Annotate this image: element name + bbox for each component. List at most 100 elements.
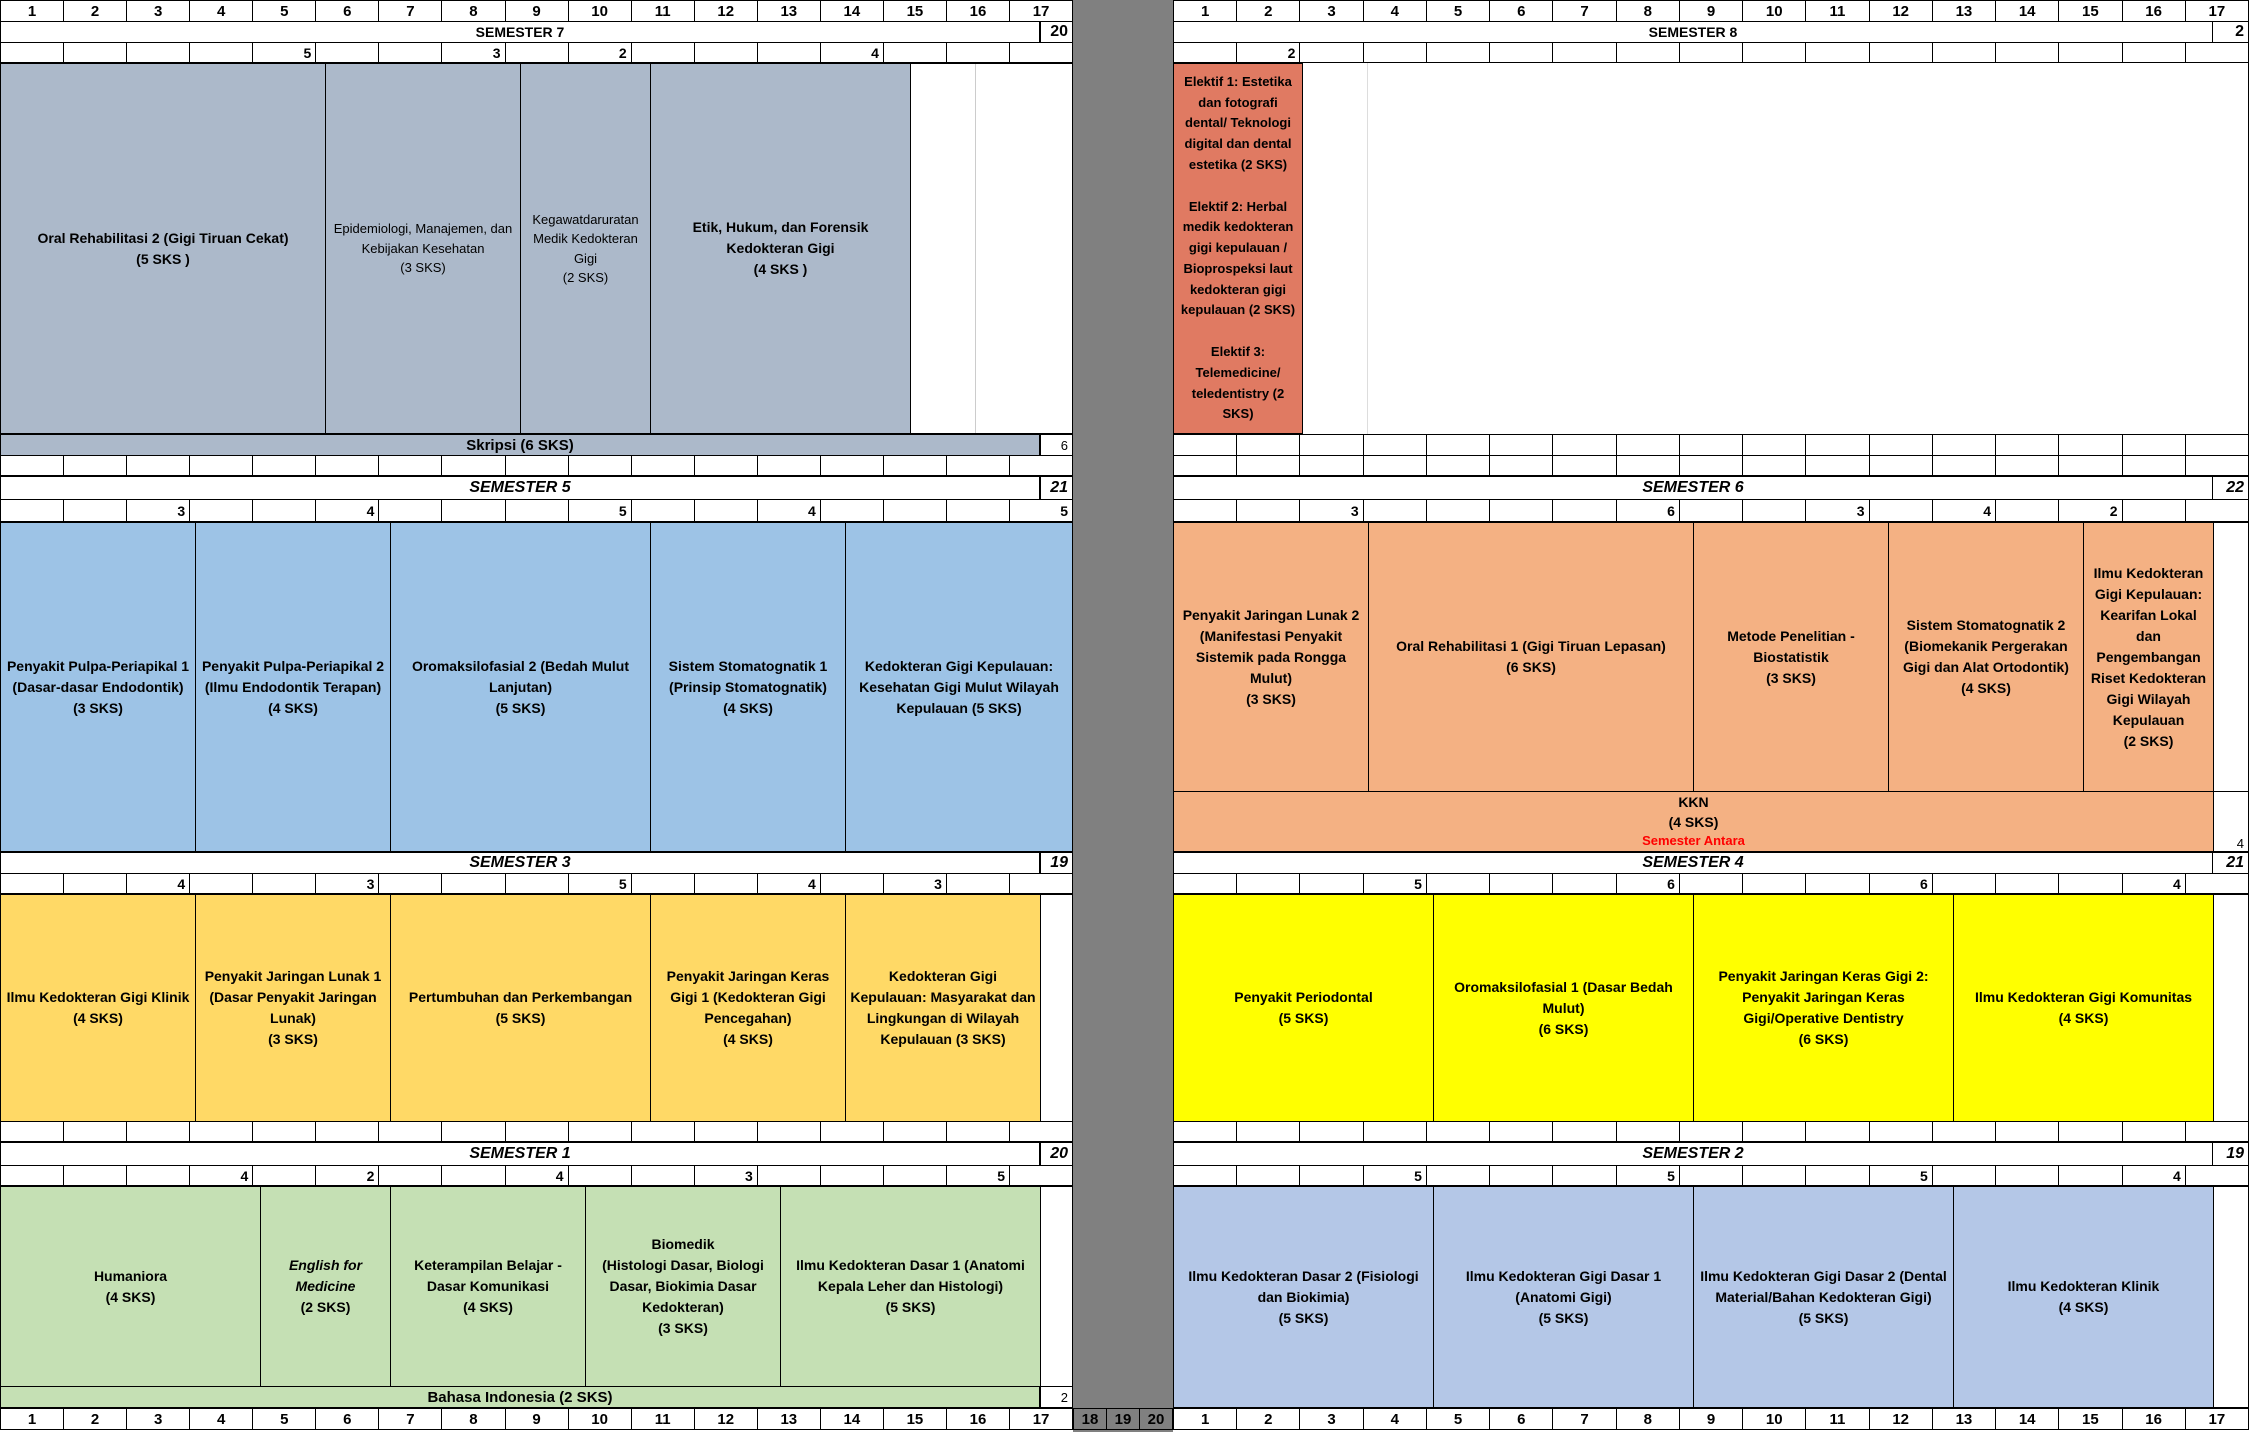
week-number: 9 [1678, 1409, 1742, 1429]
sks-mark-cell: 5 [252, 43, 315, 62]
sks-mark-cell [1678, 874, 1742, 893]
sks-mark-cell [1362, 43, 1426, 62]
sks-mark-cell [630, 456, 694, 475]
sks-mark-cell [2121, 43, 2185, 62]
course-ikg-dasar-2: Ilmu Kedokteran Gigi Dasar 2 (Dental Mat… [1693, 1186, 1954, 1408]
week-number: 16 [2121, 1409, 2185, 1429]
sks-mark-cell [882, 43, 946, 62]
sks-mark-cell [1678, 43, 1742, 62]
sks-mark-cell [882, 456, 946, 475]
sks-mark-cell: 4 [315, 500, 378, 521]
sks-mark-cell [693, 874, 757, 893]
sks-mark-cell: 5 [945, 1166, 1009, 1185]
week-number: 14 [1995, 1, 2058, 21]
sks-mark-cell [1552, 500, 1615, 521]
sem6-blank-cell [2213, 522, 2249, 792]
week-number: 14 [1995, 1409, 2058, 1429]
week-number: 17 [1009, 1409, 1074, 1429]
sks-mark-cell [1931, 456, 1995, 475]
sks-mark-cell [819, 500, 883, 521]
week-number: 13 [1931, 1, 1995, 21]
week-number: 5 [252, 1, 315, 21]
week-number: 11 [1805, 1, 1868, 21]
sks-mark-cell [1299, 1122, 1362, 1141]
week-number: 5 [1425, 1, 1489, 21]
sks-mark-cell [1236, 456, 1299, 475]
sks-mark-cell: 4 [504, 1166, 568, 1185]
week-number: 15 [2058, 1409, 2121, 1429]
week-number: 7 [378, 1, 441, 21]
sks-mark-cell: 2 [2058, 500, 2121, 521]
week-number: 14 [819, 1, 883, 21]
course-penyakit-jaringan-keras-1: Penyakit Jaringan Keras Gigi 1 (Kedokter… [650, 894, 846, 1122]
sks-mark-cell [2121, 435, 2185, 455]
sks-mark-cell [1868, 1122, 1932, 1141]
week-number: 17 [2184, 1409, 2249, 1429]
sks-mark-cell [441, 1122, 504, 1141]
sks-mark-cell [504, 43, 568, 62]
week-number: 9 [504, 1409, 568, 1429]
sks-mark-cell [1362, 1122, 1426, 1141]
sks-mark-cell: 3 [126, 500, 189, 521]
sks-mark-cell [1931, 435, 1995, 455]
sks-mark-cell [252, 1122, 315, 1141]
week-number: 11 [1805, 1409, 1868, 1429]
sks-mark-cell [1805, 435, 1868, 455]
sks-mark-cell [630, 43, 694, 62]
sks-mark-cell [126, 1122, 189, 1141]
course-penyakit-jaringan-keras-2: Penyakit Jaringan Keras Gigi 2: Penyakit… [1693, 894, 1954, 1122]
sks-mark-cell [1362, 435, 1426, 455]
course-metode-penelitian: Metode Penelitian - Biostatistik (3 SKS) [1693, 522, 1889, 792]
sks-mark-cell: 3 [1805, 500, 1868, 521]
week-number: 2 [1236, 1, 1299, 21]
sks-mark-cell [1425, 43, 1489, 62]
sks-mark-cell [1173, 1166, 1236, 1185]
sks-mark-cell [0, 1166, 63, 1185]
sks-mark-cell [1742, 1166, 1805, 1185]
sks-mark-cell [1868, 43, 1932, 62]
sks-mark-cell: 5 [1615, 1166, 1679, 1185]
sks-mark-cell [1805, 43, 1868, 62]
sks-mark-cell [1805, 874, 1868, 893]
sks-mark-cell [756, 456, 820, 475]
sks-mark-cell [1995, 500, 2058, 521]
sks-mark-cell [1868, 500, 1932, 521]
week-number: 17 [1009, 1, 1074, 21]
sks-mark-cell [504, 1122, 568, 1141]
sem7-empty-area [910, 63, 1073, 434]
week-number: 6 [315, 1, 378, 21]
semester-1-total: 20 [1040, 1142, 1073, 1166]
course-penyakit-jaringan-lunak-2: Penyakit Jaringan Lunak 2 (Manifestasi P… [1173, 522, 1369, 792]
week-number: 8 [441, 1409, 504, 1429]
week-number: 1 [1173, 1, 1236, 21]
sks-mark-cell [252, 1166, 315, 1185]
sks-mark-cell [1362, 500, 1426, 521]
course-ikd-2: Ilmu Kedokteran Dasar 2 (Fisiologi dan B… [1173, 1186, 1434, 1408]
week-number: 16 [945, 1, 1009, 21]
sks-mark-cell: 5 [567, 874, 631, 893]
sks-mark-cell [315, 1122, 378, 1141]
sks-mark-cell [189, 43, 252, 62]
week-number: 15 [882, 1409, 946, 1429]
sks-mark-cell [945, 500, 1009, 521]
sks-mark-cell [1995, 1166, 2058, 1185]
sks-mark-cell [1805, 1122, 1868, 1141]
week-number: 7 [378, 1409, 441, 1429]
sks-mark-cell [1742, 435, 1805, 455]
sem4-blank-cell [2213, 894, 2249, 1122]
sks-mark-cell [63, 874, 126, 893]
week-number: 19 [1106, 1409, 1139, 1429]
sks-mark-cell [2121, 500, 2185, 521]
sks-mark-cell [882, 500, 946, 521]
sks-mark-cell [189, 874, 252, 893]
week-number: 16 [2121, 1, 2185, 21]
sks-mark-cell [378, 456, 441, 475]
week-number: 7 [1552, 1, 1615, 21]
course-epidemiologi: Epidemiologi, Manajemen, dan Kebijakan K… [325, 63, 521, 434]
sks-mark-cell [2184, 456, 2249, 475]
sks-mark-cell [1805, 1166, 1868, 1185]
sks-mark-cell [945, 456, 1009, 475]
